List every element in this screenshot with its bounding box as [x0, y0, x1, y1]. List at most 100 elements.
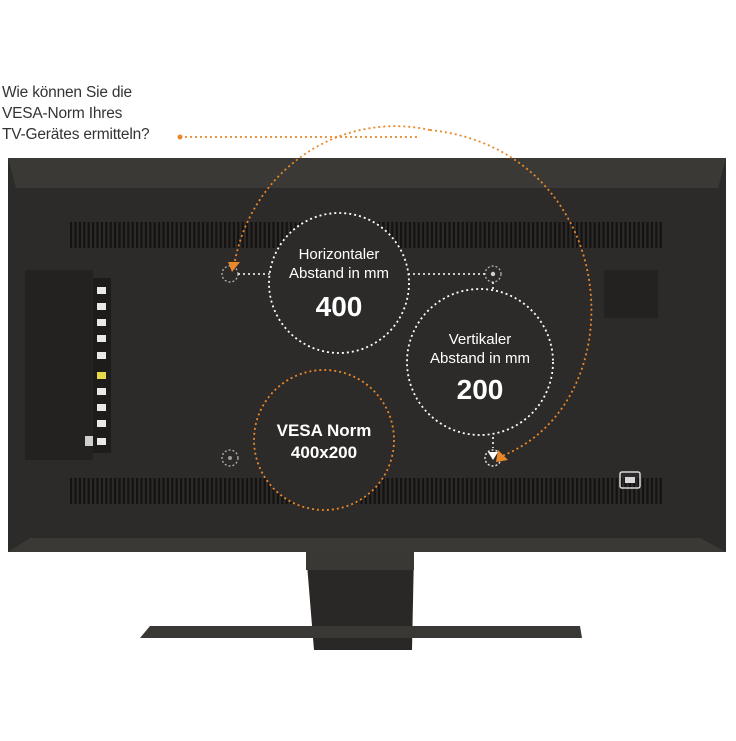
vent-slot: [505, 478, 508, 504]
vent-slot: [545, 222, 548, 248]
vent-slot: [241, 478, 244, 504]
vent-slot: [114, 478, 117, 504]
vent-slot: [166, 222, 169, 248]
tv-bottom-bevel: [8, 538, 726, 552]
vent-slot: [272, 478, 275, 504]
vent-slot: [395, 222, 398, 248]
vent-slot: [606, 478, 609, 504]
vent-slot: [206, 478, 209, 504]
connector-port: [97, 287, 106, 294]
stand-base: [140, 626, 582, 638]
vent-slot: [589, 222, 592, 248]
vent-slot: [571, 222, 574, 248]
vent-slot: [646, 478, 649, 504]
vent-slot: [140, 478, 143, 504]
vent-slot: [131, 222, 134, 248]
tv-top-bevel: [8, 158, 726, 188]
vent-slot: [417, 222, 420, 248]
right-panel: [604, 270, 658, 318]
vent-slot: [382, 478, 385, 504]
vent-slot: [122, 478, 125, 504]
vent-slot: [558, 478, 561, 504]
vent-slot: [510, 478, 513, 504]
vent-slot: [430, 478, 433, 504]
vent-slot: [413, 222, 416, 248]
vent-slot: [206, 222, 209, 248]
vertical-label-line1: Vertikaler: [449, 331, 512, 348]
vent-slot: [74, 222, 77, 248]
vent-slot: [259, 222, 262, 248]
vent-slot: [602, 478, 605, 504]
vent-slot: [153, 222, 156, 248]
vent-slot: [78, 222, 81, 248]
vent-slot: [237, 478, 240, 504]
vent-slot: [589, 478, 592, 504]
vent-slot: [100, 478, 103, 504]
vent-slot: [501, 222, 504, 248]
vent-slot: [611, 478, 614, 504]
vent-slot: [527, 222, 530, 248]
vent-slot: [470, 222, 473, 248]
vent-slot: [395, 478, 398, 504]
vent-slot: [114, 222, 117, 248]
vent-slot: [136, 478, 139, 504]
vent-slot: [100, 222, 103, 248]
vent-slot: [281, 222, 284, 248]
horizontal-value: 400: [316, 291, 363, 322]
vent-slot: [224, 222, 227, 248]
connector-panel: [25, 270, 93, 460]
vent-slot: [175, 222, 178, 248]
vent-slot: [202, 478, 205, 504]
vent-slot: [567, 222, 570, 248]
vent-slot: [285, 222, 288, 248]
vent-slot: [175, 478, 178, 504]
vent-slot: [576, 478, 579, 504]
vent-slot: [404, 222, 407, 248]
vent-slot: [461, 222, 464, 248]
vent-slot: [180, 222, 183, 248]
vent-slot: [642, 478, 645, 504]
connector-port: [97, 420, 106, 427]
vent-slot: [92, 222, 95, 248]
vent-slot: [540, 222, 543, 248]
vent-slot: [391, 478, 394, 504]
vent-slot: [272, 222, 275, 248]
vent-slot: [70, 478, 73, 504]
vent-slot: [430, 222, 433, 248]
vent-slot: [422, 478, 425, 504]
vent-slot: [637, 478, 640, 504]
vertical-value: 200: [457, 374, 504, 405]
vent-slot: [518, 222, 521, 248]
vent-slot: [127, 222, 130, 248]
vent-slot: [558, 222, 561, 248]
vent-slot: [479, 478, 482, 504]
arc-arrow-bottom-right: [496, 450, 508, 462]
vent-slot: [466, 222, 469, 248]
vent-slot: [466, 478, 469, 504]
arc-to-top-left-hole: [233, 125, 431, 267]
vent-slot: [254, 478, 257, 504]
vent-slot: [386, 478, 389, 504]
connector-ports: [97, 287, 106, 445]
horizontal-label-line1: Horizontaler: [299, 246, 380, 263]
vent-slot: [391, 222, 394, 248]
vent-slot: [474, 478, 477, 504]
vent-slot: [241, 222, 244, 248]
vent-slot: [584, 478, 587, 504]
vent-slot: [122, 222, 125, 248]
vent-slot: [646, 222, 649, 248]
vent-slot: [162, 478, 165, 504]
vent-slot: [215, 222, 218, 248]
connector-port: [97, 319, 106, 326]
vent-slot: [598, 222, 601, 248]
vent-slot: [602, 222, 605, 248]
question-pointer-dot: [177, 134, 183, 140]
vent-slot: [633, 478, 636, 504]
vent-slot: [488, 222, 491, 248]
vent-slot: [518, 478, 521, 504]
horizontal-label-line2: Abstand in mm: [289, 265, 389, 282]
vent-slot: [593, 478, 596, 504]
connector-port: [97, 352, 106, 359]
vent-slot: [496, 222, 499, 248]
